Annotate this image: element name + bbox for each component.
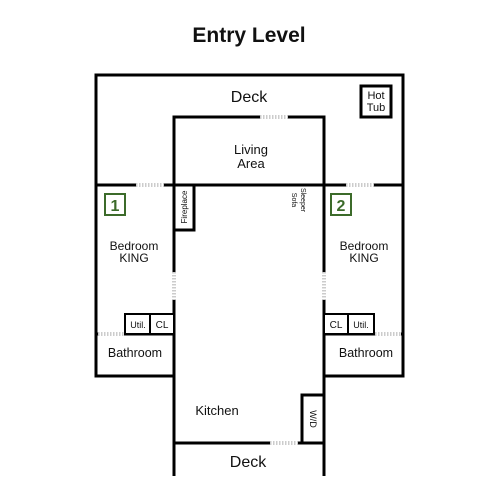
living-area-label-line1: Living [234,142,268,157]
sleeper-sofa-label-line1: Sleeper [299,188,306,213]
bedroom-1-badge [104,193,126,216]
deck-top-outline [94,73,405,187]
bedroom-1-label-line2: KING [119,251,148,265]
sleeper-sofa-label-line2: Sofa [290,193,297,208]
bathroom-left-label: Bathroom [108,346,162,360]
hot-tub-label-line2: Tub [367,102,386,114]
washer-dryer-box [300,393,326,445]
closet-left [149,313,175,335]
sleeper-sofa: Sleeper Sofa [290,188,306,213]
kitchen-label: Kitchen [195,403,238,418]
bedroom-1-badge-number: 1 [111,198,120,215]
utility-closet-left-label: Util. [130,320,146,330]
deck-bottom-label: Deck [230,454,267,471]
bedroom-1-label-line1: Bedroom [110,239,159,253]
utility-closet-right-label: Util. [353,320,369,330]
bedroom-2-badge-number: 2 [337,198,346,215]
hot-tub-box [359,84,393,119]
washer-dryer-label: W/D [308,410,318,428]
bathroom-right-label: Bathroom [339,346,393,360]
bedroom-2-label-line2: KING [349,251,378,265]
plan-title: Entry Level [192,24,305,47]
closet-left-label: CL [156,320,169,331]
fireplace-box [172,183,196,232]
bedroom-2-badge [330,193,352,216]
fireplace-label: Fireplace [180,190,189,223]
living-area-label-line2: Area [237,156,265,171]
hot-tub-label-line1: Hot [367,90,384,102]
bedroom-2-label-line1: Bedroom [340,239,389,253]
closet-right-label: CL [330,320,343,331]
openings [98,114,401,446]
deck-top-label: Deck [231,89,268,106]
utility-closet-right [347,313,375,335]
